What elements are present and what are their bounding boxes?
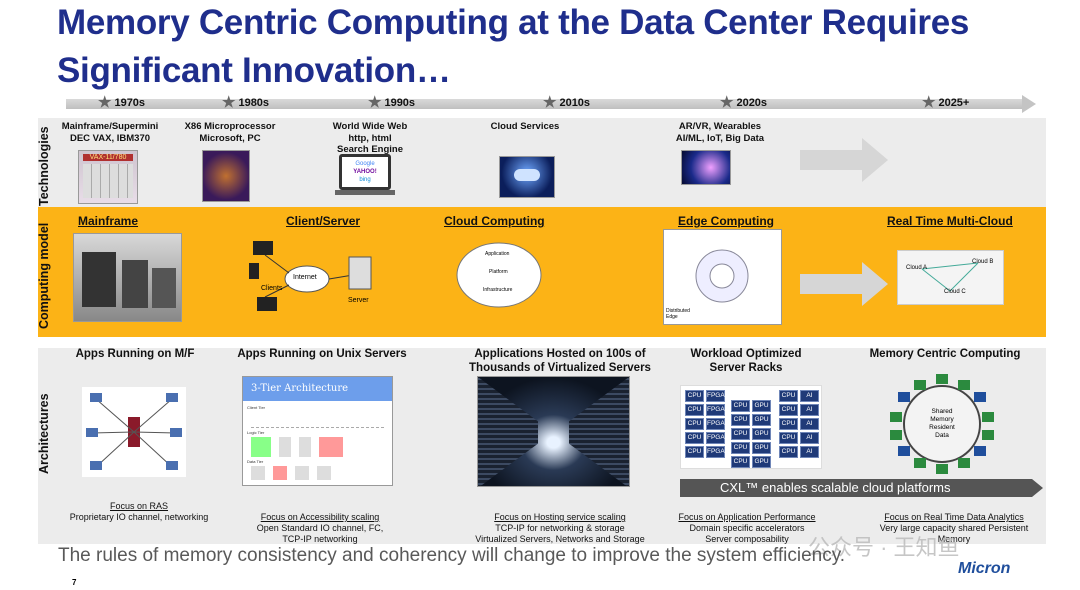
star-icon: ★: [543, 96, 556, 110]
era-2020s: ★2020s: [720, 96, 767, 110]
future-arrow-model: [800, 262, 890, 306]
model-client-server-title: Client/Server: [286, 214, 360, 228]
mainframe-photo: [73, 233, 182, 322]
cloud-computing-diagram: Application Platform Infrastructure: [445, 235, 553, 315]
multicloud-diagram: Cloud A Cloud B Cloud C: [897, 250, 1004, 305]
page-number: 7: [72, 578, 76, 587]
shared-memory-label: Shared Memory Resident Data: [926, 408, 958, 440]
model-multicloud-title: Real Time Multi-Cloud: [887, 214, 1013, 228]
tech-mainframe-text: Mainframe/Supermini DEC VAX, IBM370: [55, 121, 165, 144]
memory-centric-diagram: Shared Memory Resident Data: [888, 372, 996, 476]
bottom-statement: The rules of memory consistency and cohe…: [58, 545, 845, 567]
datacenter-aisle-image: [477, 376, 630, 487]
vax-image: VAX-11/780: [78, 150, 138, 204]
arch-mf-title: Apps Running on M/F: [60, 347, 210, 361]
computing-model-label: Computing model: [37, 223, 51, 329]
search-engine-laptop-image: Google YAHOO! bing: [339, 154, 391, 198]
cxl-arrowhead: [1032, 479, 1043, 497]
arch-virtualized-title: Applications Hosted on 100s of Thousands…: [450, 347, 670, 375]
model-cloud-title: Cloud Computing: [444, 214, 545, 228]
ai-face-image: [681, 150, 731, 185]
title-line-2: Significant Innovation…: [57, 51, 1067, 91]
era-2025plus: ★2025+: [922, 96, 969, 110]
client-server-diagram: Internet Clients Server: [245, 235, 385, 325]
cxl-banner: CXL™ enables scalable cloud platforms: [680, 479, 1032, 497]
arch-racks-title: Workload Optimized Server Racks: [676, 347, 816, 375]
cloud-services-image: [499, 156, 555, 198]
three-tier-image: 3-Tier Architecture Client Tier Logic Ti…: [242, 376, 393, 486]
tech-ai-text: AR/VR, Wearables AI/ML, IoT, Big Data: [660, 121, 780, 144]
star-icon: ★: [720, 96, 733, 110]
model-edge-title: Edge Computing: [678, 214, 774, 228]
star-icon: ★: [368, 96, 381, 110]
era-2010s: ★2010s: [543, 96, 590, 110]
timeline-arrowhead: [1022, 95, 1036, 113]
technologies-label: Technologies: [37, 126, 51, 206]
arch-unix-title: Apps Running on Unix Servers: [224, 347, 420, 361]
era-1980s: ★1980s: [222, 96, 269, 110]
cloud-icon: [514, 169, 540, 181]
star-icon: ★: [922, 96, 935, 110]
edge-computing-diagram: Distributed Edge: [663, 229, 782, 325]
arch-mf-focus: Focus on RAS Proprietary IO channel, net…: [58, 501, 220, 523]
tech-x86-text: X86 Microprocessor Microsoft, PC: [172, 121, 288, 144]
star-icon: ★: [98, 96, 111, 110]
arch-memory-centric-title: Memory Centric Computing: [850, 347, 1040, 361]
tech-cloud-text: Cloud Services: [470, 121, 580, 133]
future-arrow-tech: [800, 138, 890, 182]
architectures-label: Architectures: [37, 393, 51, 474]
era-1990s: ★1990s: [368, 96, 415, 110]
era-1970s: ★1970s: [98, 96, 145, 110]
title-line-1: Memory Centric Computing at the Data Cen…: [57, 3, 969, 42]
star-icon: ★: [222, 96, 235, 110]
model-mainframe-title: Mainframe: [78, 214, 138, 228]
slide-title: Memory Centric Computing at the Data Cen…: [57, 3, 1067, 91]
micron-logo: Micron: [958, 560, 1010, 578]
tech-www-text: World Wide Web http, html Search Engine: [315, 121, 425, 156]
mf-network-diagram: [82, 387, 186, 477]
microprocessor-image: [202, 150, 250, 202]
